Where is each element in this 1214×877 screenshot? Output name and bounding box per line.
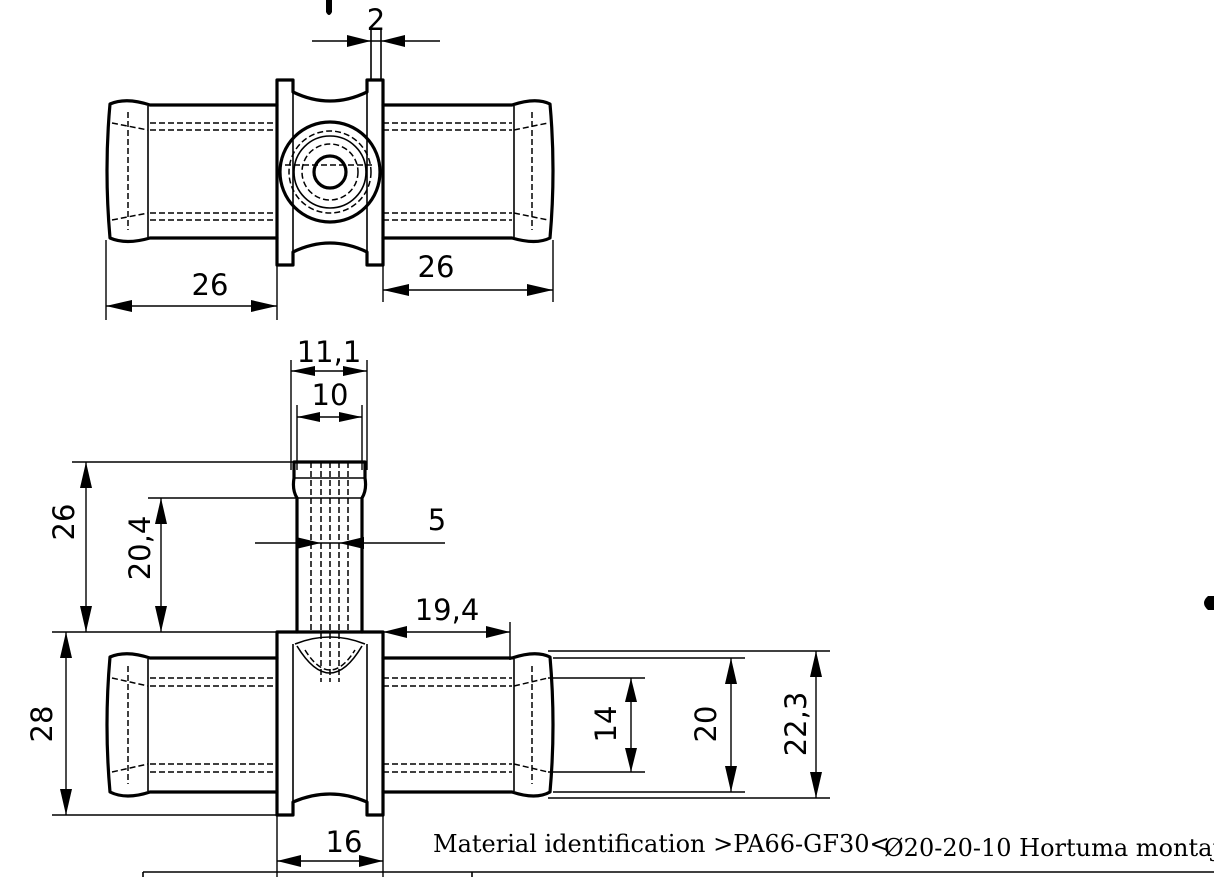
dim-body-height: 28 (25, 706, 59, 743)
top-right-spigot (381, 99, 555, 244)
title-block-edge (142, 871, 1214, 877)
top-view (105, 0, 555, 267)
dim-spigot-diameter: 20 (689, 706, 723, 743)
dim-right-spigot-length: 19,4 (415, 593, 480, 627)
top-left-spigot (105, 99, 279, 244)
top-branch-bore (312, 154, 348, 190)
front-view (105, 460, 555, 817)
dim-branch-stem-height: 20,4 (123, 516, 157, 581)
dim-branch-inner-width: 10 (312, 378, 349, 412)
edge-mark (1204, 596, 1214, 610)
dim-slot-width: 2 (367, 3, 385, 37)
part-name-note: Ø20-20-10 Hortuma montaj (884, 834, 1214, 862)
front-left-spigot (105, 652, 279, 798)
front-right-spigot (381, 652, 555, 798)
dim-right-spigot-length: 26 (418, 250, 455, 284)
dim-branch-bore: 5 (428, 503, 446, 537)
dim-left-spigot-length: 26 (192, 268, 229, 302)
material-note: Material identification >PA66-GF30< (433, 830, 890, 858)
dim-branch-total-height: 26 (47, 504, 81, 541)
dim-barb-diameter: 22,3 (779, 692, 813, 757)
dim-center-width: 16 (326, 825, 363, 859)
top-branch-barb (278, 120, 382, 224)
front-dimensions: 11,1 10 26 20,4 5 19,4 (25, 335, 830, 877)
dim-bore-diameter: 14 (589, 706, 623, 743)
top-dimensions: 2 26 26 (105, 3, 554, 320)
dim-branch-outer-width: 11,1 (297, 335, 362, 369)
